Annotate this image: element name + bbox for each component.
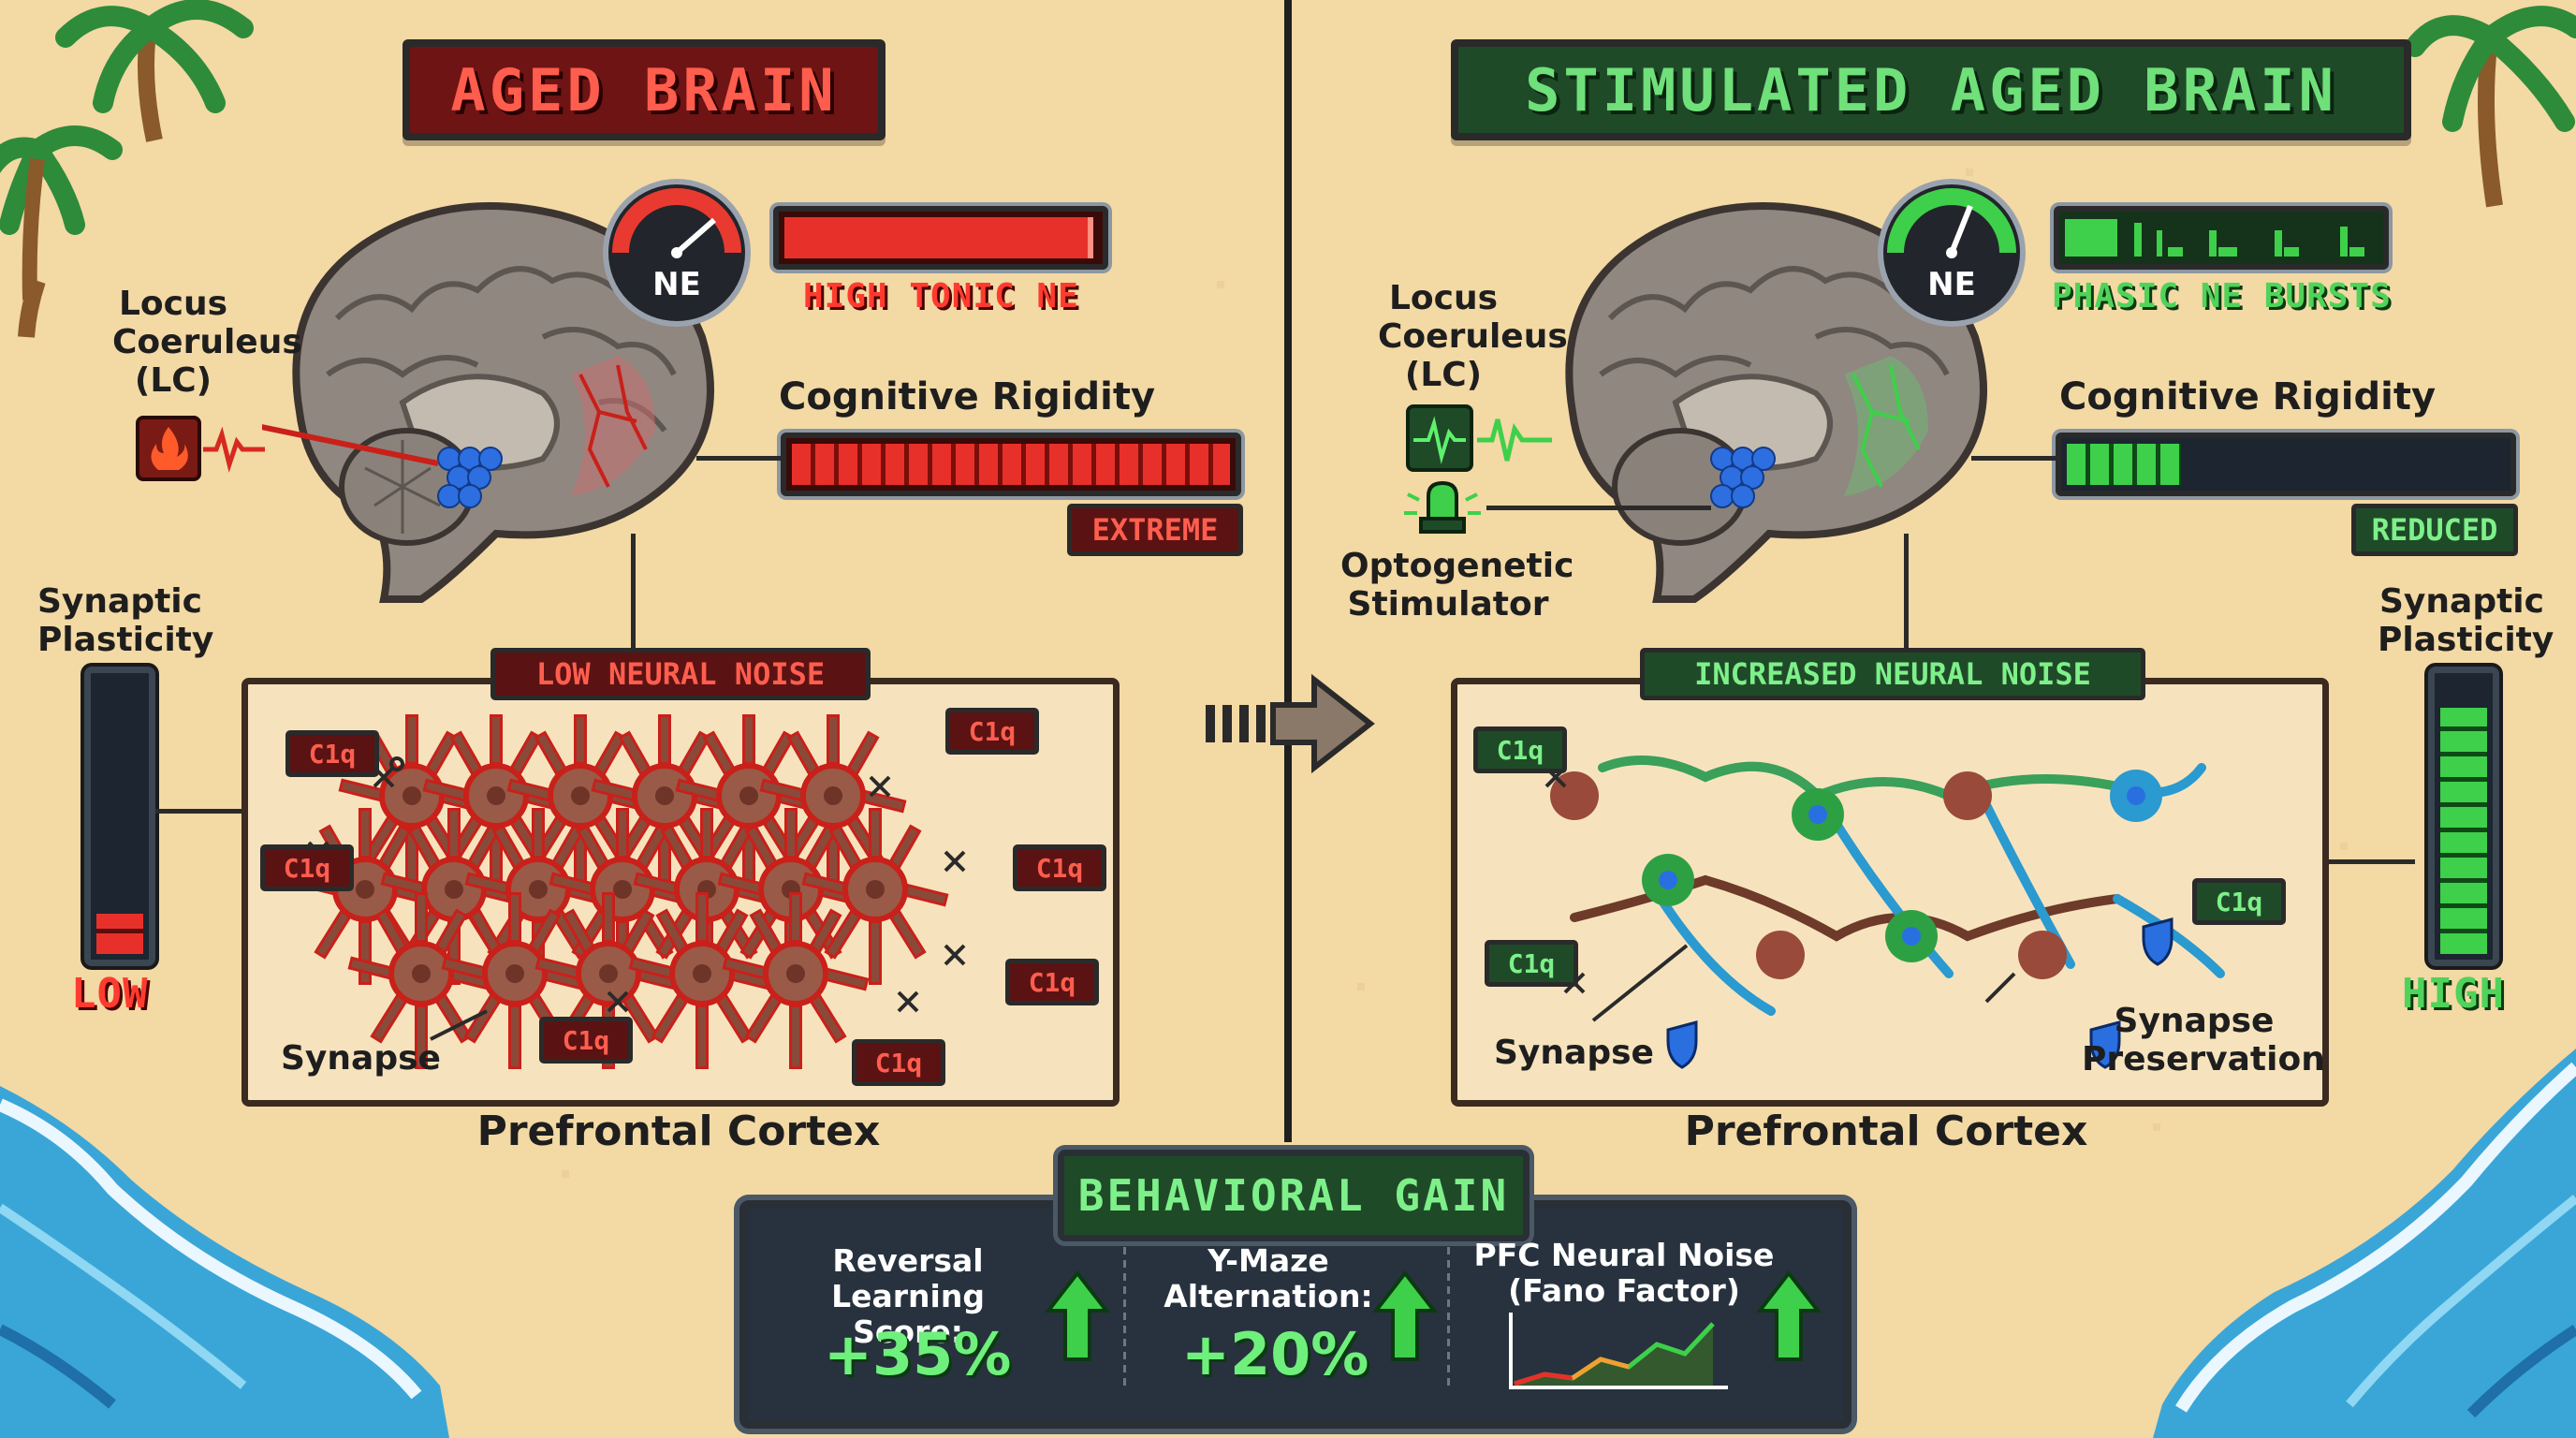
- locus-coeruleus-cluster: [437, 447, 503, 508]
- stimulated-brain-title: STIMULATED AGED BRAIN: [1451, 39, 2411, 140]
- palm-tree-right-icon: [2405, 6, 2576, 208]
- aged-brain-title: AGED BRAIN: [402, 39, 886, 140]
- center-divider: [1284, 0, 1292, 1142]
- c1q-tag: C1q: [1473, 726, 1567, 773]
- c1q-tag: C1q: [539, 1017, 633, 1064]
- behavioral-gain-title: BEHAVIORAL GAIN: [1058, 1150, 1530, 1241]
- c1q-tag: C1q: [1005, 959, 1099, 1005]
- right-region-label: Prefrontal Cortex: [1684, 1108, 2088, 1155]
- left-rigidity-state: EXTREME: [1067, 504, 1243, 556]
- c1q-tag: C1q: [945, 708, 1039, 755]
- c1q-tag: C1q: [852, 1039, 945, 1086]
- c1q-tag: C1q: [285, 730, 379, 777]
- shield-icons: [1666, 917, 2174, 1069]
- up-arrow-icon: [1045, 1269, 1110, 1361]
- left-ne-state: HIGH TONIC NE: [803, 277, 1079, 315]
- fano-factor-trend-icon: [1509, 1313, 1728, 1389]
- aged-pfc-highlight: [571, 356, 655, 496]
- right-rigidity-bar: [2056, 433, 2516, 496]
- left-rigidity-bar: [781, 433, 1241, 496]
- c1q-tag: C1q: [1485, 940, 1578, 987]
- right-rigidity-label: Cognitive Rigidity: [2059, 375, 2437, 418]
- right-ne-state: PHASIC NE BURSTS: [2052, 277, 2392, 315]
- reversal-learning-value: +35%: [824, 1320, 1012, 1388]
- left-synapse-label: Synapse: [281, 1039, 441, 1078]
- lc-signal-icon: [1406, 404, 1552, 472]
- ymaze-value: +20%: [1181, 1320, 1369, 1388]
- right-gauge-label: NE: [1927, 266, 1976, 303]
- up-arrow-icon: [1372, 1269, 1438, 1361]
- palm-tree-left-icon: [0, 0, 254, 338]
- left-noise-tag: LOW NEURAL NOISE: [490, 648, 871, 700]
- lc-fire-icon: [136, 416, 265, 481]
- c1q-tag: C1q: [1013, 844, 1106, 891]
- ocean-left: [0, 1086, 449, 1438]
- optogenetic-stimulator-icon: [1404, 480, 1481, 534]
- ne-gauge-high-icon: [603, 179, 751, 327]
- c1q-tag: C1q: [260, 844, 354, 891]
- left-plasticity-bar: [84, 667, 155, 966]
- left-rigidity-label: Cognitive Rigidity: [779, 375, 1156, 418]
- ocean-right: [2153, 1049, 2576, 1438]
- transition-arrow-icon: [1206, 673, 1375, 774]
- stim-pfc-highlight: [1844, 356, 1928, 496]
- right-plasticity-bar: [2428, 667, 2499, 966]
- up-arrow-icon: [1756, 1269, 1822, 1361]
- right-cortex-panel: [1451, 678, 2329, 1107]
- stimulated-brain-illustration: [1565, 202, 1987, 603]
- pfc-noise-label: PFC Neural Noise(Fano Factor): [1473, 1237, 1775, 1309]
- stimulated-neuron-network: [1544, 756, 2225, 1069]
- left-plasticity-state: LOW: [71, 970, 149, 1018]
- aged-brain-illustration: [262, 202, 714, 603]
- right-plasticity-state: HIGH: [2402, 970, 2505, 1018]
- left-region-label: Prefrontal Cortex: [476, 1108, 881, 1155]
- c1q-tag: C1q: [2192, 878, 2286, 925]
- tonic-ne-bar: [773, 206, 1108, 270]
- right-synapse-label: Synapse: [1494, 1034, 1654, 1072]
- phasic-ne-bar: [2054, 206, 2389, 270]
- right-rigidity-state: REDUCED: [2351, 504, 2518, 556]
- right-noise-tag: INCREASED NEURAL NOISE: [1640, 648, 2145, 700]
- ne-gauge-phasic-icon: [1878, 179, 2026, 327]
- left-gauge-label: NE: [652, 266, 701, 303]
